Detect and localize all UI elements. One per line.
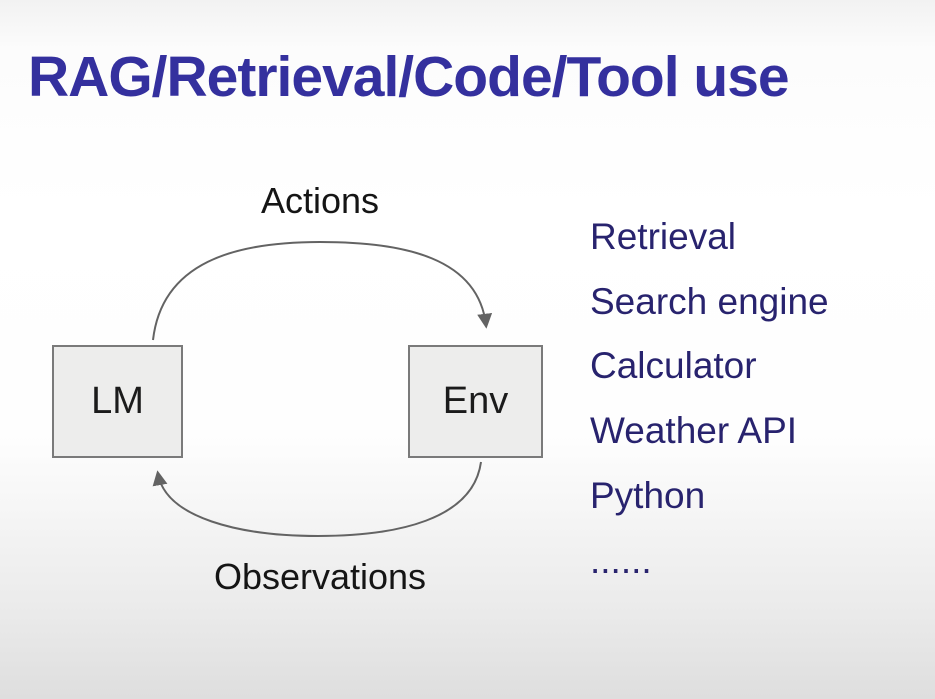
env-node-box: Env <box>408 345 543 458</box>
observations-arrow <box>152 461 482 538</box>
tool-list-item-python: Python <box>590 474 706 516</box>
actions-arrow <box>152 240 493 341</box>
lm-node-label: LM <box>91 380 144 422</box>
actions-label: Actions <box>260 180 380 221</box>
observations-label: Observations <box>213 556 427 597</box>
lm-node-box: LM <box>52 345 183 458</box>
tool-list-item-weather-api: Weather API <box>590 410 798 452</box>
tool-list-item-search-engine: Search engine <box>590 280 829 322</box>
tool-list-item-retrieval: Retrieval <box>590 216 736 257</box>
page-title: RAG/Retrieval/Code/Tool use <box>28 45 790 109</box>
tool-list: Retrieval Search engine Calculator Weath… <box>590 205 829 593</box>
tool-list-item-ellipsis: ...... <box>590 539 652 581</box>
tool-list-item-calculator: Calculator <box>590 345 757 387</box>
env-node-label: Env <box>442 380 509 422</box>
